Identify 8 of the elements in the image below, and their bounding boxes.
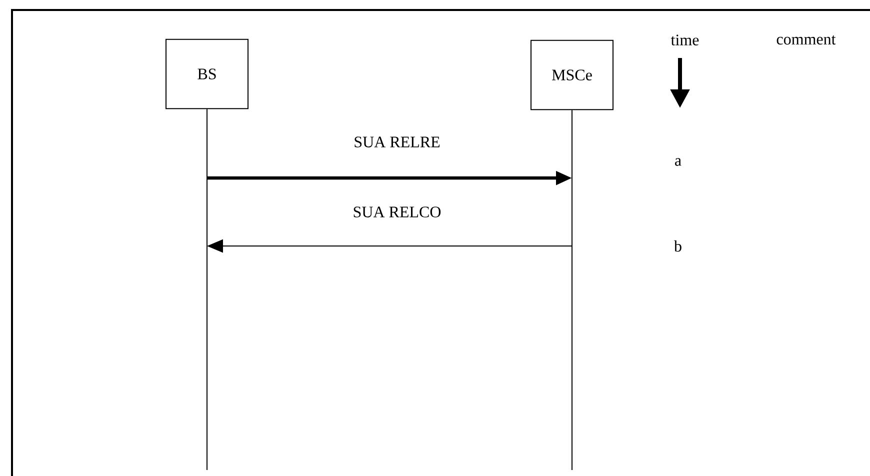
- annotation: time: [670, 34, 699, 46]
- annotation: comment: [776, 35, 836, 45]
- annotation: a: [675, 158, 682, 166]
- annotation: b: [674, 240, 682, 252]
- message-label: SUA RELRE: [354, 136, 440, 148]
- entity-box: MSCe: [530, 40, 614, 110]
- message-label: SUA RELCO: [354, 206, 441, 218]
- entity-box: BS: [166, 38, 248, 110]
